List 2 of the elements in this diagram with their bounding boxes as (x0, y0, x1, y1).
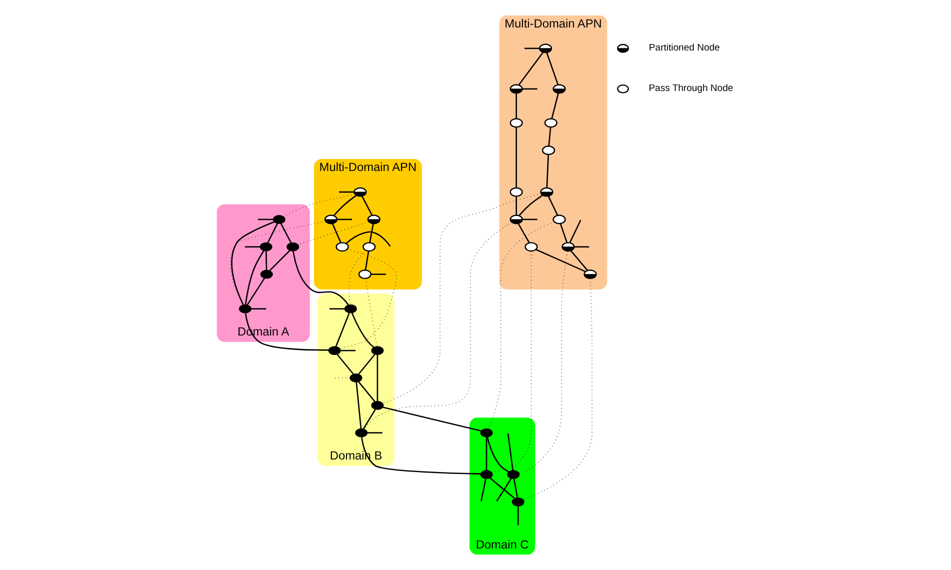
legend-label: Pass Through Node (648, 83, 734, 94)
legend-label: Partitioned Node (648, 42, 720, 54)
